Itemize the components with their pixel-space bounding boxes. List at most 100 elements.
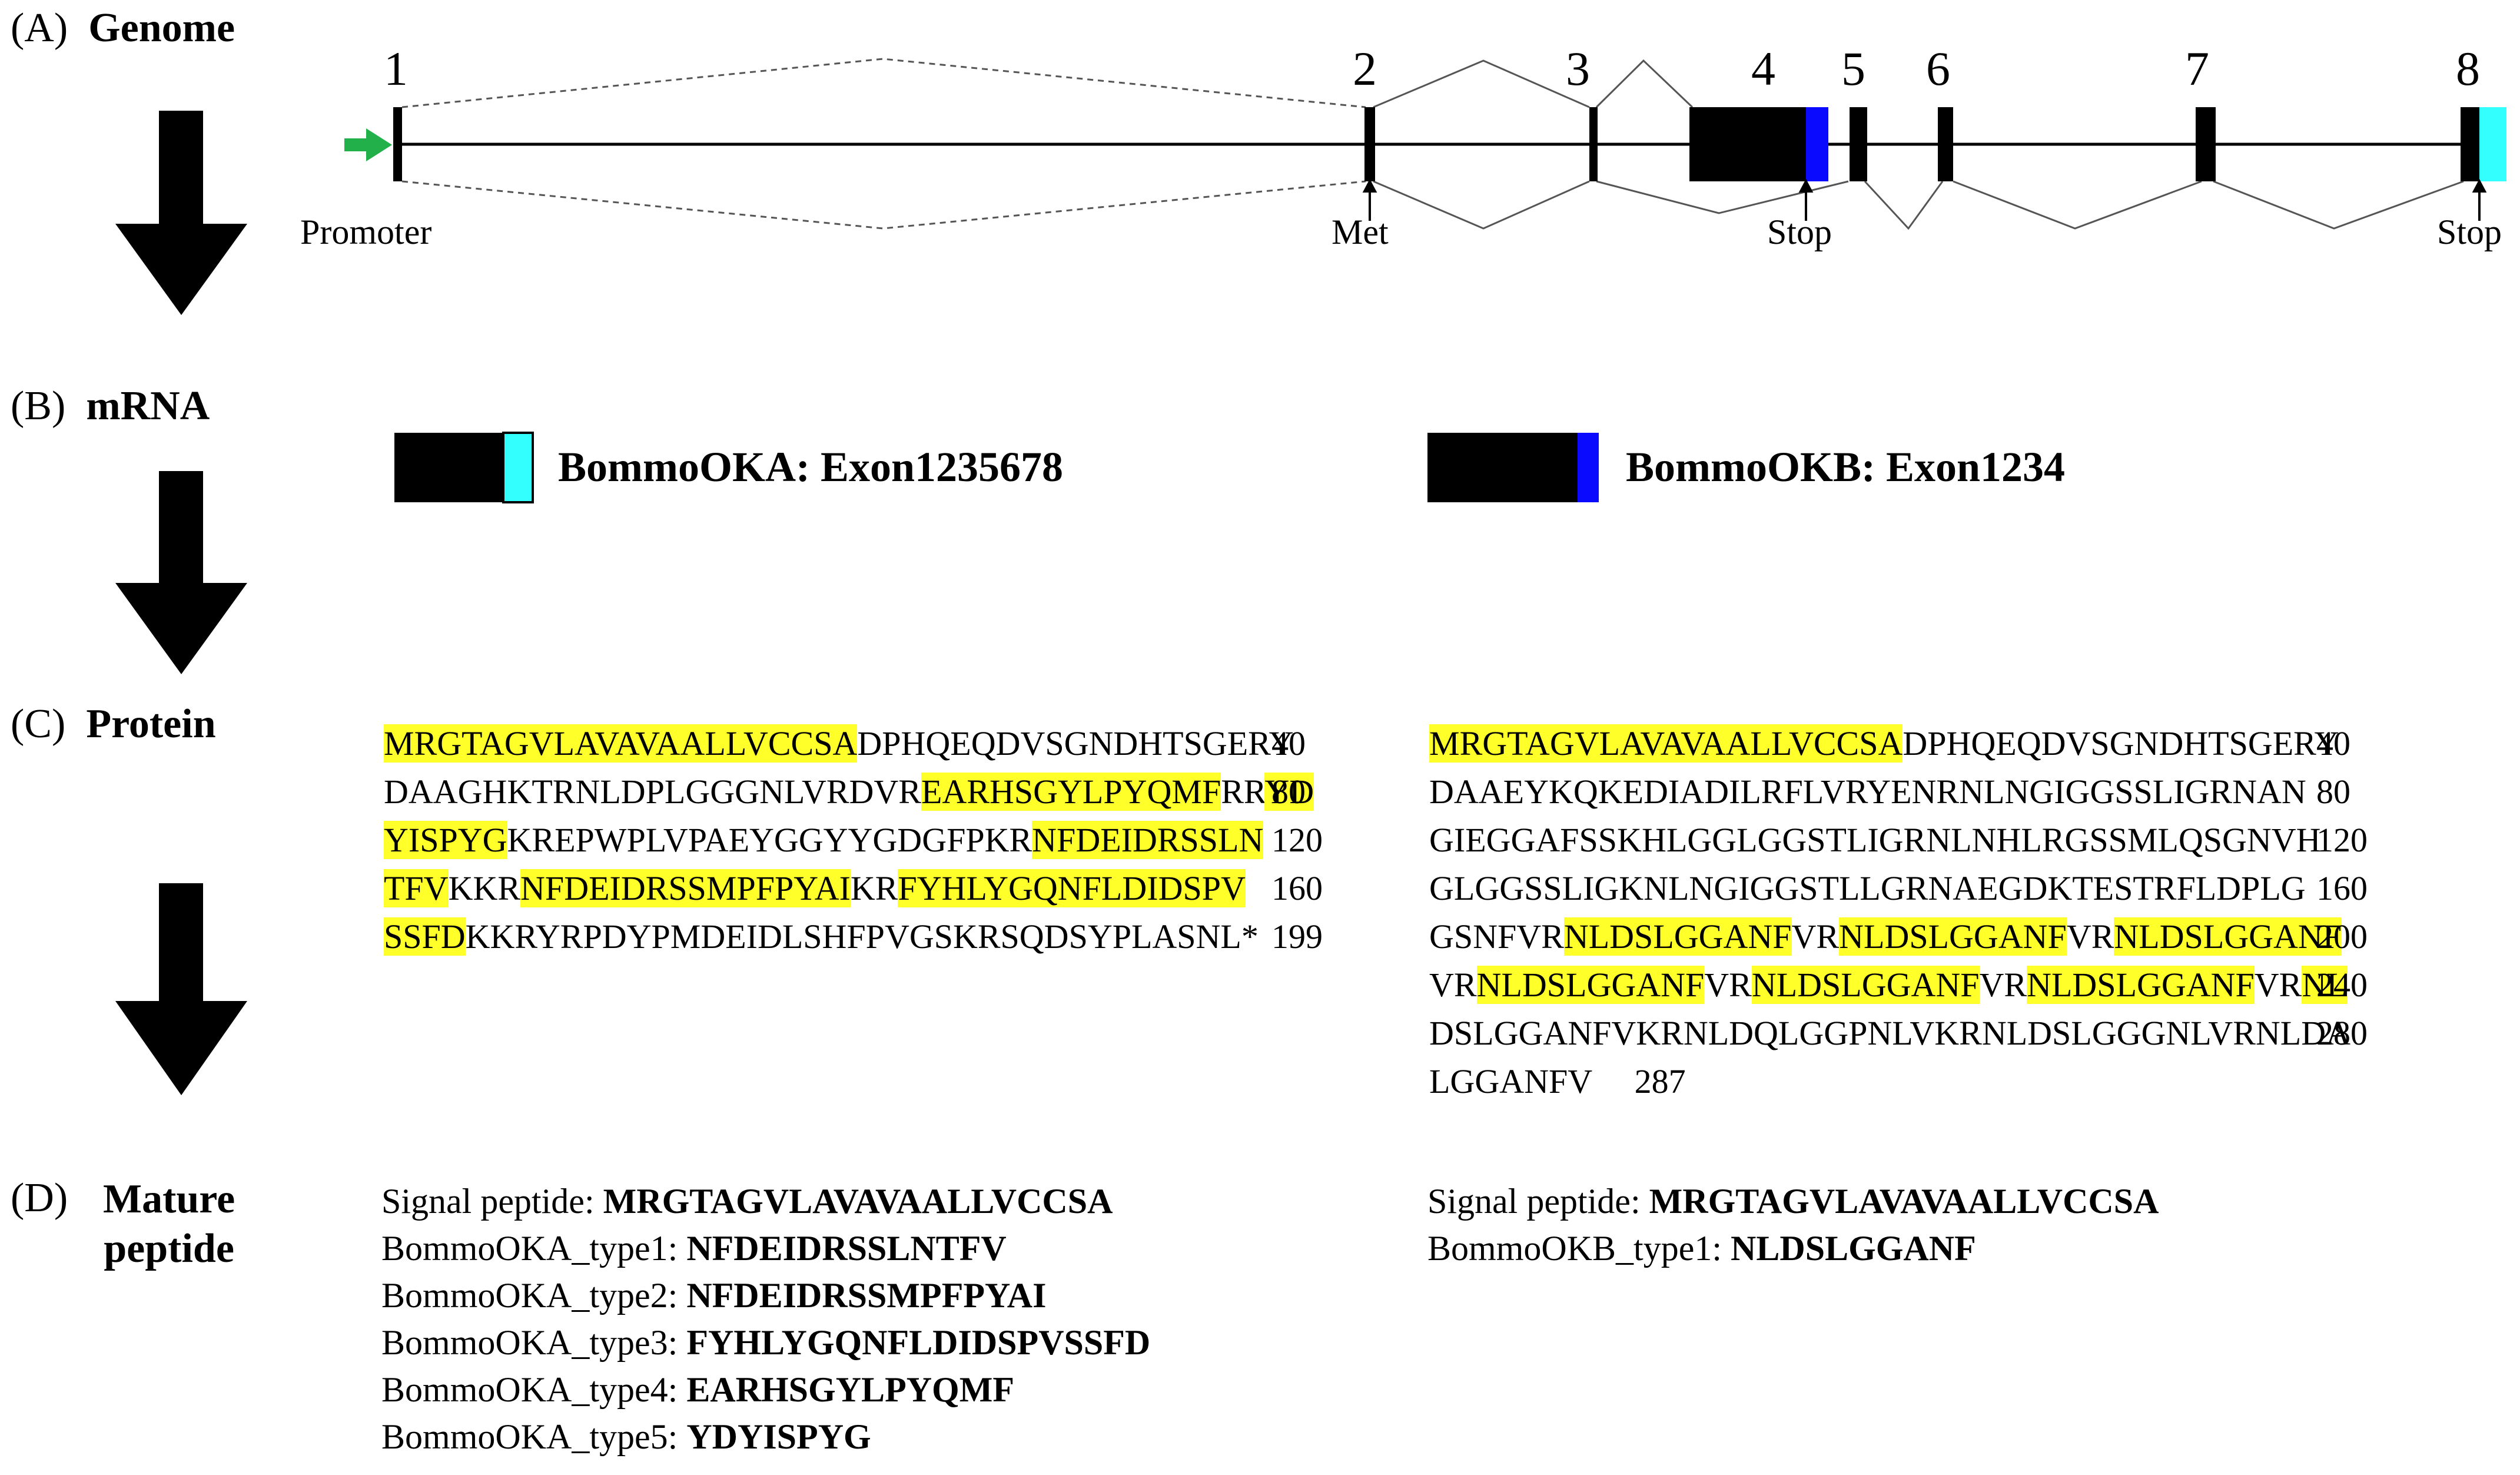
peptide-sequence: NFDEIDRSSMPFPYAI	[686, 1276, 1047, 1315]
peptide-name: BommoOKA_type2:	[381, 1276, 687, 1315]
highlighted-segment: NLDSLGGANF	[2114, 917, 2342, 956]
highlighted-segment: YD	[1264, 773, 1314, 811]
highlighted-segment: NFDEIDRSSLN	[1032, 821, 1264, 859]
sequence-segment: VR	[1791, 917, 1840, 956]
exon-4	[1689, 107, 1806, 181]
highlighted-segment: SSFD	[384, 917, 466, 956]
okb-sequence-line: VRNLDSLGGANFVRNLDSLGGANFVRNLDSLGGANFVRNL	[1429, 961, 2350, 1009]
sequence-segment: DSLGGANFVKRNLDQLGGPNLVKRNLDSLGGGNLVRNLDA	[1429, 1014, 2351, 1052]
sequence-segment: DPHQEQDVSGNDHTSGERY	[1903, 724, 2339, 763]
sequence-segment: DAAGHKTRNLDPLGGGNLVRDVR	[384, 773, 921, 811]
residue-number: 160	[1271, 869, 1323, 907]
oka-residue-numbers: 40 80 120 160 199	[1271, 720, 1323, 961]
exon-number-4: 4	[1751, 42, 1775, 95]
section-d-title-line1: Mature	[103, 1176, 235, 1222]
exon-number-5: 5	[1841, 42, 1865, 95]
highlighted-segment: MRGTAGVLAVAVAALLVCCSA	[384, 724, 858, 763]
residue-number: 200	[2316, 917, 2368, 956]
highlighted-segment: NLDSLGGANF	[1476, 966, 1705, 1004]
section-b-tag: (B)	[11, 383, 66, 429]
residue-number: 199	[1271, 917, 1323, 956]
sequence-segment: GSNFVR	[1429, 917, 1564, 956]
peptide-sequence: MRGTAGVLAVAVAALLVCCSA	[603, 1182, 1113, 1221]
exon-number-3: 3	[1566, 42, 1590, 95]
splice-6-7-bottom	[1953, 180, 2202, 230]
oka-mrna-body	[394, 433, 503, 502]
peptide-name: Signal peptide:	[381, 1182, 603, 1221]
peptide-name: Signal peptide:	[1427, 1182, 1649, 1221]
okb-sequence-line: MRGTAGVLAVAVAALLVCCSADPHQEQDVSGNDHTSGERY	[1429, 720, 2350, 768]
splice-1-2-top	[401, 58, 1366, 108]
splice-7-8-bottom	[2213, 180, 2464, 230]
sequence-segment: VR	[2066, 917, 2114, 956]
down-arrow-b-icon	[115, 471, 247, 674]
mature-peptide-row: BommoOKA_type5: YDYISPYG	[381, 1413, 1150, 1460]
section-d-tag-wrap: (D)	[11, 1175, 68, 1222]
mature-peptide-row: BommoOKA_type2: NFDEIDRSSMPFPYAI	[381, 1272, 1150, 1319]
oka-mrna-label: BommoOKA: Exon1235678	[558, 443, 1064, 490]
residue-number: 120	[2316, 821, 2368, 859]
highlighted-segment: FYHLYGQNFLDIDSPV	[898, 869, 1246, 907]
residue-number: 280	[2316, 1014, 2368, 1052]
exon-number-7: 7	[2185, 42, 2209, 95]
splice-3-4-top	[1595, 59, 1694, 108]
section-c-title: Protein	[86, 701, 216, 747]
okb-sequence-line: GSNFVRNLDSLGGANFVRNLDSLGGANFVRNLDSLGGANF	[1429, 913, 2350, 961]
oka-sequence-line: TFVKKRNFDEIDRSSMPFPYAIKRFYHLYGQNFLDIDSPV	[384, 864, 1314, 913]
promoter-label: Promoter	[300, 213, 432, 251]
residue-number: 80	[1271, 773, 1306, 811]
peptide-sequence: YDYISPYG	[686, 1417, 871, 1456]
sequence-segment: GIEGGAFSSKHLGGLGGSTLIGRNLNHLRGSSMLQSGNVH	[1429, 821, 2321, 859]
exon-5	[1850, 107, 1867, 181]
mature-peptide-row: BommoOKA_type4: EARHSGYLPYQMF	[381, 1366, 1150, 1413]
highlighted-segment: EARHSGYLPYQMF	[921, 773, 1221, 811]
exon-number-1: 1	[384, 42, 408, 95]
down-arrow-a-icon	[115, 111, 247, 315]
okb-sequence-line: GIEGGAFSSKHLGGLGGSTLIGRNLNHLRGSSMLQSGNVH	[1429, 816, 2350, 864]
genome-diagram	[344, 58, 2506, 230]
section-c-tag: (C)	[11, 701, 66, 747]
peptide-name: BommoOKA_type1:	[381, 1229, 687, 1268]
peptide-sequence: NFDEIDRSSLNTFV	[686, 1229, 1007, 1268]
section-a-label: (A) Genome	[11, 5, 235, 52]
promoter-arrow-icon	[344, 128, 392, 161]
stop-a-label: Stop	[2437, 213, 2502, 251]
residue-number: 240	[2316, 966, 2368, 1004]
exon-1	[393, 107, 402, 181]
okb-protein-sequence: MRGTAGVLAVAVAALLVCCSADPHQEQDVSGNDHTSGERY…	[1429, 720, 2350, 1106]
okb-sequence-line: LGGANFV 287	[1429, 1058, 2350, 1106]
okb-mature-peptides: Signal peptide: MRGTAGVLAVAVAALLVCCSA Bom…	[1427, 1178, 2159, 1272]
exon-4-stop-region	[1806, 107, 1828, 181]
sequence-segment: VR	[1979, 966, 2027, 1004]
section-d-title: Mature peptide	[103, 1175, 235, 1274]
peptide-name: BommoOKB_type1:	[1427, 1229, 1731, 1268]
okb-mrna-tail	[1578, 433, 1599, 502]
section-d-tag: (D)	[11, 1175, 68, 1221]
section-d-title-line2: peptide	[104, 1226, 234, 1271]
highlighted-segment: NLDSLGGANF	[1751, 966, 1980, 1004]
sequence-segment: VR	[1704, 966, 1752, 1004]
peptide-sequence: MRGTAGVLAVAVAALLVCCSA	[1649, 1182, 2159, 1221]
sequence-segment: VR	[1429, 966, 1477, 1004]
sequence-segment: KKRYRPDYPMDEIDLSHFPVGSKRSQDSYPLASNL*	[465, 917, 1259, 956]
splice-2-3-top	[1373, 59, 1590, 108]
oka-protein-sequence: MRGTAGVLAVAVAALLVCCSADPHQEQDVSGNDHTSGERY…	[384, 720, 1314, 961]
residue-number: 40	[1271, 724, 1306, 763]
okb-mrna-body	[1427, 433, 1578, 502]
oka-sequence-line: YISPYGKREPWPLVPAEYGGYYGDGFPKRNFDEIDRSSLN	[384, 816, 1314, 864]
down-arrow-c-icon	[115, 883, 247, 1095]
sequence-segment: KKR	[448, 869, 521, 907]
residue-number: 120	[1271, 821, 1323, 859]
highlighted-segment: TFV	[384, 869, 449, 907]
mrna-diagram	[394, 432, 1599, 503]
exon-number-8: 8	[2456, 42, 2480, 95]
section-c-label: (C) Protein	[11, 701, 216, 748]
okb-mrna-label: BommoOKB: Exon1234	[1626, 443, 2066, 490]
peptide-sequence: FYHLYGQNFLDIDSPVSSFD	[686, 1323, 1151, 1362]
highlighted-segment: NFDEIDRSSMPFPYAI	[520, 869, 851, 907]
exon-number-2: 2	[1353, 42, 1377, 95]
exon-6	[1938, 107, 1953, 181]
exon-2	[1364, 107, 1375, 181]
exon-3	[1589, 107, 1598, 181]
